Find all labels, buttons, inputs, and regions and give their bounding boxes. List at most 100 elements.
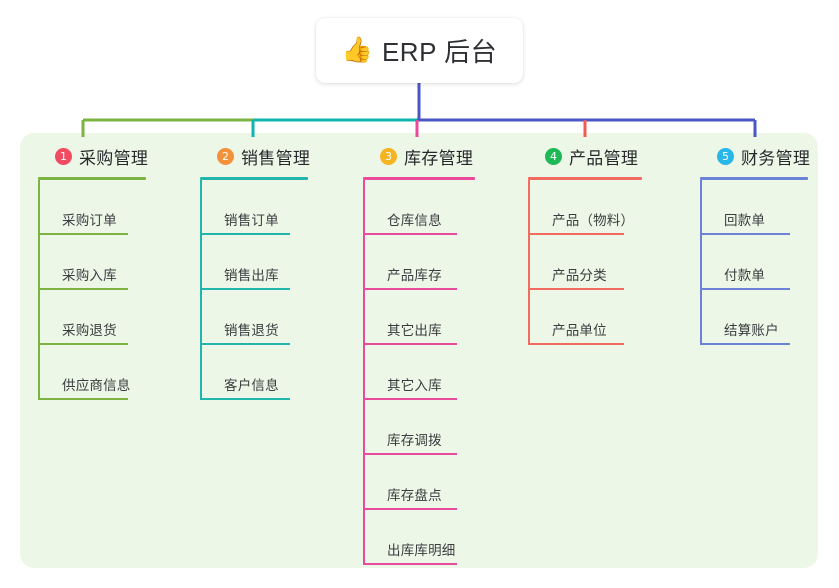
leaf-item-underline bbox=[202, 288, 290, 290]
leaf-item[interactable]: 产品库存 bbox=[363, 235, 513, 290]
branch-spine-1 bbox=[38, 180, 40, 400]
leaf-item-underline bbox=[702, 288, 790, 290]
branch-spine-2 bbox=[200, 180, 202, 400]
leaf-item[interactable]: 回款单 bbox=[700, 180, 839, 235]
leaf-item-underline bbox=[702, 233, 790, 235]
leaf-item-underline bbox=[365, 563, 457, 565]
branch-underline-5 bbox=[700, 177, 808, 180]
branch-header-4[interactable]: 4 产品管理 bbox=[528, 143, 688, 169]
leaf-item-label: 采购入库 bbox=[62, 268, 117, 284]
branch-title-5: 财务管理 bbox=[741, 148, 811, 168]
branch-column-4: 4 产品管理产品（物料） 产品分类产品单位 bbox=[528, 143, 688, 345]
branch-underline-1 bbox=[38, 177, 146, 180]
leaf-item-label: 回款单 bbox=[724, 213, 766, 229]
leaf-item-underline bbox=[530, 233, 624, 235]
leaf-item[interactable]: 采购订单 bbox=[38, 180, 188, 235]
branch-spine-4 bbox=[528, 180, 530, 345]
branch-spine-3 bbox=[363, 180, 365, 565]
branch-title-3: 库存管理 bbox=[404, 148, 474, 168]
leaf-item-label: 仓库信息 bbox=[387, 213, 442, 229]
leaf-item[interactable]: 采购入库 bbox=[38, 235, 188, 290]
leaf-item[interactable]: 产品单位 bbox=[528, 290, 688, 345]
leaf-item[interactable]: 客户信息 bbox=[200, 345, 350, 400]
leaf-item-underline bbox=[40, 233, 128, 235]
root-node-content: 👍 ERP 后台 bbox=[342, 32, 497, 69]
leaf-item-label: 销售退货 bbox=[224, 323, 279, 339]
branch-items-1: 采购订单采购入库采购退货供应商信息 bbox=[38, 180, 188, 400]
thumbs-up-icon: 👍 bbox=[341, 36, 373, 64]
leaf-item-underline bbox=[202, 233, 290, 235]
leaf-item-underline bbox=[365, 508, 457, 510]
leaf-item-underline bbox=[40, 343, 128, 345]
branch-badge-1: 1 bbox=[55, 147, 72, 165]
leaf-item-label: 销售订单 bbox=[224, 213, 279, 229]
branch-underline-3 bbox=[363, 177, 475, 180]
branch-items-2: 销售订单销售出库销售退货客户信息 bbox=[200, 180, 350, 400]
root-node[interactable]: 👍 ERP 后台 bbox=[316, 18, 523, 83]
leaf-item[interactable]: 其它出库 bbox=[363, 290, 513, 345]
branch-badge-5: 5 bbox=[717, 147, 734, 165]
branch-title-4: 产品管理 bbox=[569, 148, 639, 168]
leaf-item-underline bbox=[365, 398, 457, 400]
leaf-item[interactable]: 供应商信息 bbox=[38, 345, 188, 400]
leaf-item-label: 产品库存 bbox=[387, 268, 442, 284]
branch-header-3[interactable]: 3 库存管理 bbox=[363, 143, 513, 169]
leaf-item[interactable]: 其它入库 bbox=[363, 345, 513, 400]
branch-column-5: 5 财务管理回款单付款单结算账户 bbox=[700, 143, 839, 345]
leaf-item-label: 产品（物料） bbox=[552, 213, 635, 229]
leaf-item-underline bbox=[365, 233, 457, 235]
leaf-item-label: 库存盘点 bbox=[387, 488, 442, 504]
leaf-item-underline bbox=[202, 343, 290, 345]
leaf-item-underline bbox=[365, 343, 457, 345]
branch-underline-2 bbox=[200, 177, 308, 180]
branch-items-5: 回款单付款单结算账户 bbox=[700, 180, 839, 345]
leaf-item-underline bbox=[40, 398, 128, 400]
leaf-item[interactable]: 出库库明细 bbox=[363, 510, 513, 565]
branch-header-5[interactable]: 5 财务管理 bbox=[700, 143, 839, 169]
leaf-item-label: 销售出库 bbox=[224, 268, 279, 284]
branch-underline-4 bbox=[528, 177, 642, 180]
leaf-item-label: 采购退货 bbox=[62, 323, 117, 339]
branch-header-1[interactable]: 1 采购管理 bbox=[38, 143, 188, 169]
leaf-item-label: 结算账户 bbox=[724, 323, 779, 339]
leaf-item[interactable]: 仓库信息 bbox=[363, 180, 513, 235]
leaf-item-underline bbox=[530, 288, 624, 290]
leaf-item-label: 出库库明细 bbox=[387, 543, 456, 559]
leaf-item[interactable]: 库存盘点 bbox=[363, 455, 513, 510]
leaf-item-underline bbox=[530, 343, 624, 345]
leaf-item-label: 供应商信息 bbox=[62, 378, 131, 394]
branch-badge-3: 3 bbox=[380, 147, 397, 165]
leaf-item[interactable]: 产品分类 bbox=[528, 235, 688, 290]
leaf-item[interactable]: 销售订单 bbox=[200, 180, 350, 235]
branch-spine-5 bbox=[700, 180, 702, 345]
leaf-item-underline bbox=[365, 453, 457, 455]
leaf-item[interactable]: 销售退货 bbox=[200, 290, 350, 345]
leaf-item[interactable]: 结算账户 bbox=[700, 290, 839, 345]
leaf-item[interactable]: 销售出库 bbox=[200, 235, 350, 290]
leaf-item[interactable]: 采购退货 bbox=[38, 290, 188, 345]
leaf-item-underline bbox=[40, 288, 128, 290]
leaf-item-label: 付款单 bbox=[724, 268, 766, 284]
leaf-item-label: 产品单位 bbox=[552, 323, 607, 339]
branch-badge-2: 2 bbox=[217, 147, 234, 165]
leaf-item-underline bbox=[365, 288, 457, 290]
branch-badge-4: 4 bbox=[545, 147, 562, 165]
branch-title-2: 销售管理 bbox=[241, 148, 311, 168]
branch-column-1: 1 采购管理采购订单采购入库采购退货供应商信息 bbox=[38, 143, 188, 400]
root-title: ERP 后台 bbox=[381, 37, 498, 67]
leaf-item-label: 客户信息 bbox=[224, 378, 279, 394]
leaf-item[interactable]: 产品（物料） bbox=[528, 180, 688, 235]
branch-title-1: 采购管理 bbox=[79, 148, 149, 168]
leaf-item[interactable]: 库存调拨 bbox=[363, 400, 513, 455]
branch-items-3: 仓库信息产品库存其它出库其它入库库存调拨库存盘点出库库明细 bbox=[363, 180, 513, 565]
branch-header-2[interactable]: 2 销售管理 bbox=[200, 143, 350, 169]
leaf-item-label: 产品分类 bbox=[552, 268, 607, 284]
branch-column-3: 3 库存管理仓库信息产品库存其它出库其它入库库存调拨库存盘点出库库明细 bbox=[363, 143, 513, 565]
leaf-item-label: 库存调拨 bbox=[387, 433, 442, 449]
leaf-item-underline bbox=[702, 343, 790, 345]
leaf-item-label: 采购订单 bbox=[62, 213, 117, 229]
branches-panel bbox=[20, 133, 818, 568]
leaf-item[interactable]: 付款单 bbox=[700, 235, 839, 290]
branch-column-2: 2 销售管理销售订单销售出库销售退货客户信息 bbox=[200, 143, 350, 400]
